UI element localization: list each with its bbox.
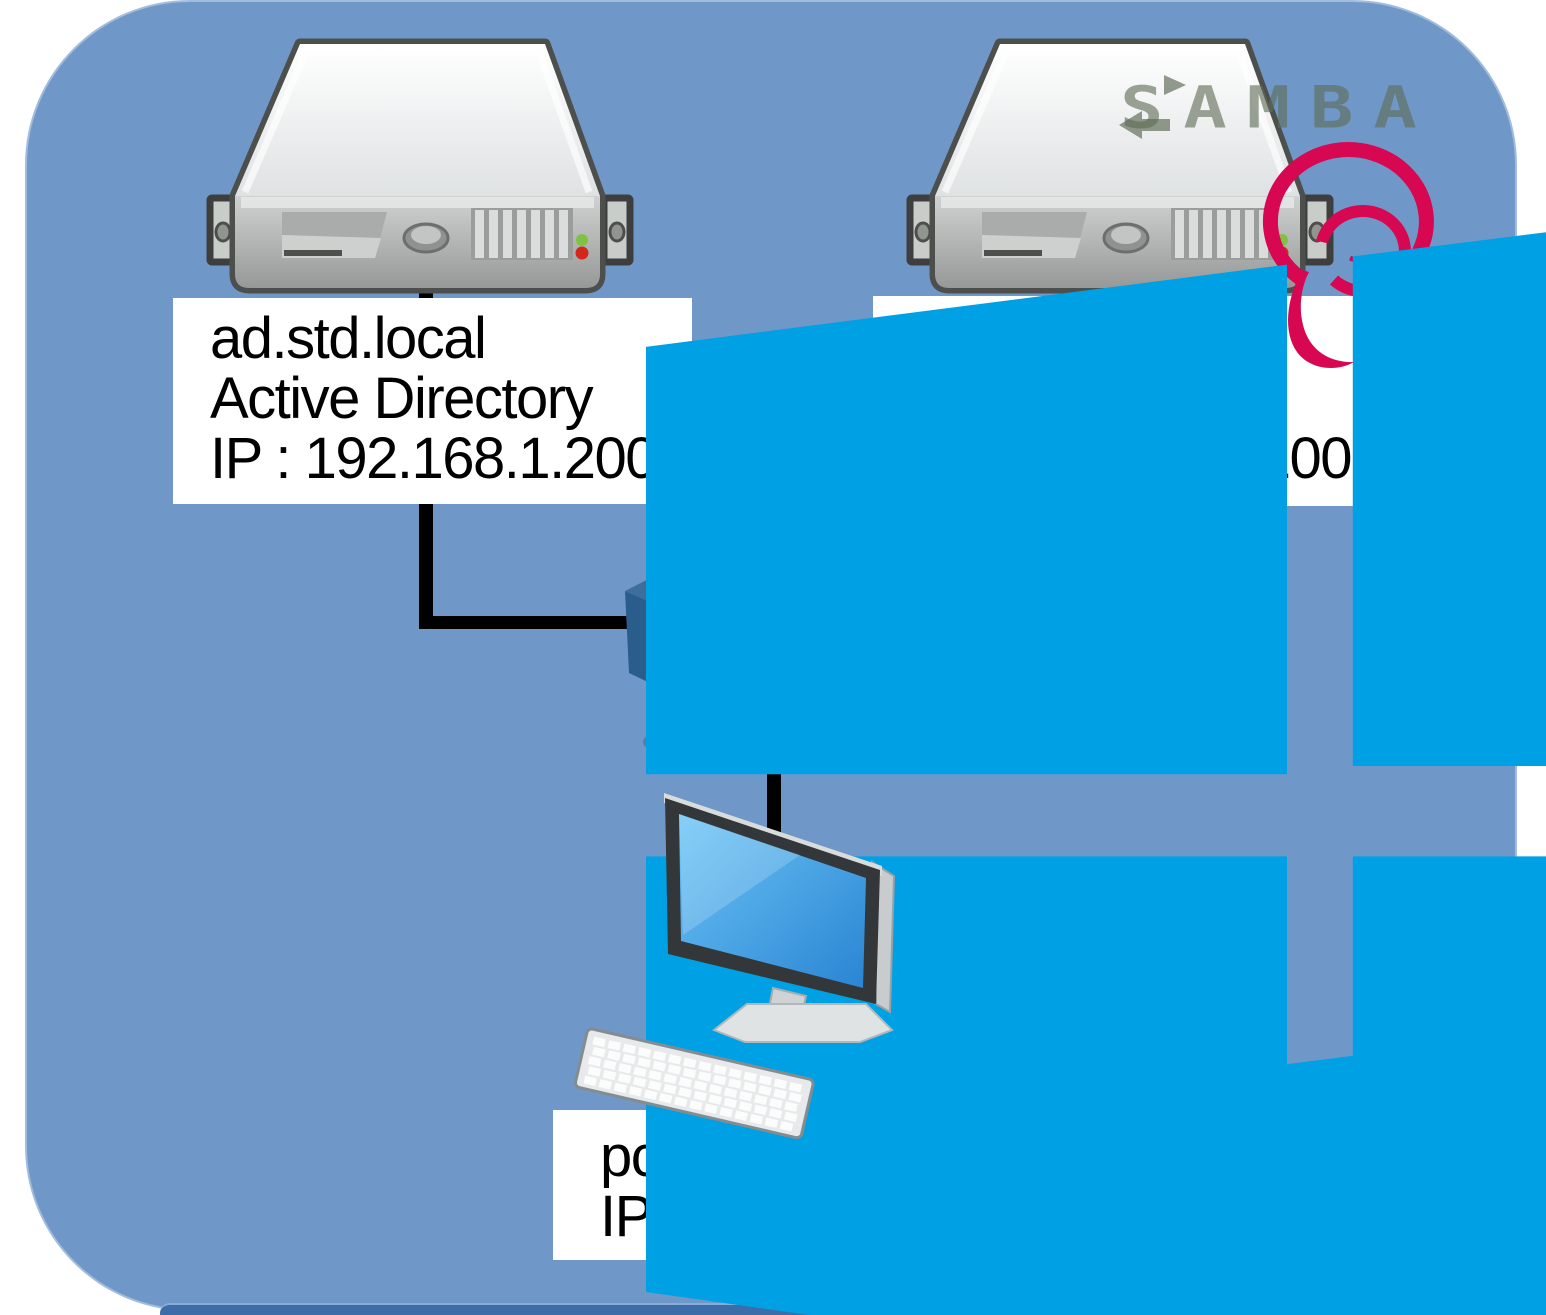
samba-logo-arrows — [1119, 75, 1186, 139]
monitor-icon — [664, 793, 896, 1043]
label-box-ad: ad.std.local Active Directory IP : 192.1… — [173, 298, 692, 504]
keyboard-icon — [573, 1027, 815, 1140]
desktop-pc-icon — [573, 793, 896, 1140]
ad-hostname: ad.std.local — [210, 306, 487, 371]
ad-ip: IP : 192.168.1.200 — [210, 426, 658, 491]
ad-role: Active Directory — [210, 366, 594, 431]
connection-line-ad-horizontal — [419, 616, 659, 629]
